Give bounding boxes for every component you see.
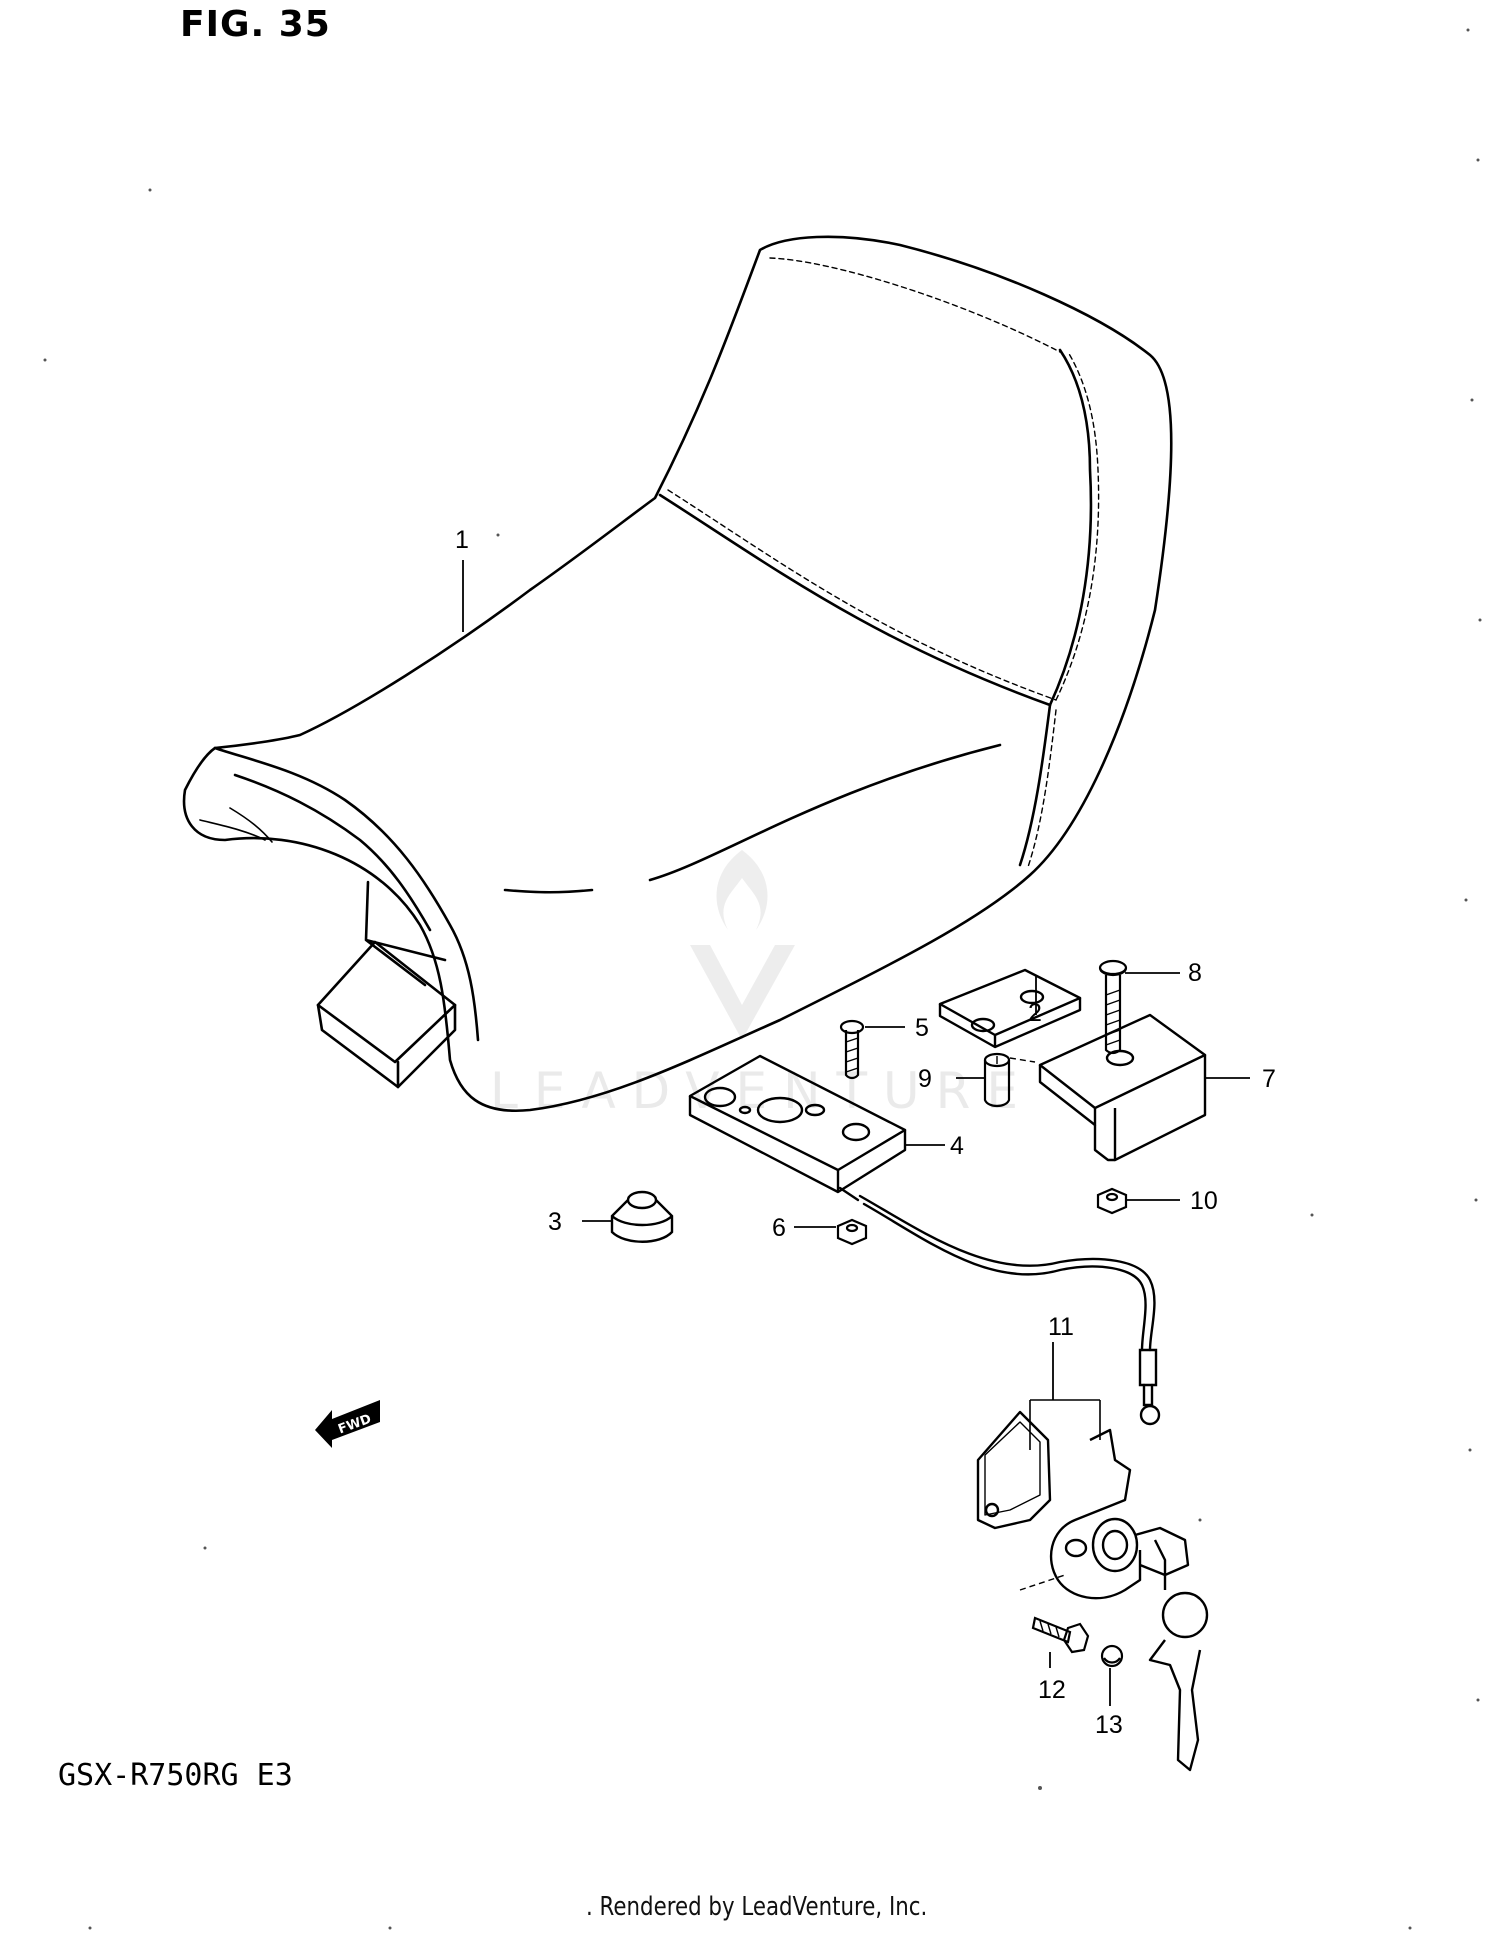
part-nut-6 <box>836 1218 868 1246</box>
callout-9: 9 <box>918 1065 932 1093</box>
model-code: GSX-R750RG E3 <box>58 1758 293 1793</box>
part-seat-lock <box>976 1399 1209 1772</box>
callout-7: 7 <box>1262 1065 1276 1093</box>
part-cable <box>838 1186 1161 1426</box>
scan-specks <box>43 28 1482 1930</box>
callout-3: 3 <box>548 1208 562 1236</box>
part-plate <box>938 968 1082 1049</box>
render-credit: . Rendered by LeadVenture, Inc. <box>586 1892 928 1922</box>
watermark-v-icon <box>690 945 795 1040</box>
leadventure-watermark: LEADVENTURE <box>490 850 1034 1120</box>
part-bolt-12 <box>1031 1616 1090 1654</box>
forward-arrow-icon: FWD <box>315 1400 380 1448</box>
part-seat <box>182 235 1173 1113</box>
part-cushion <box>610 1190 674 1243</box>
callouts: 1 2 3 4 5 6 7 8 9 10 11 12 13 <box>455 526 1276 1739</box>
callout-10: 10 <box>1190 1187 1218 1215</box>
figure-title: FIG. 35 <box>180 4 331 45</box>
part-lock-bracket <box>1009 1013 1207 1162</box>
part-screw-5 <box>839 1019 865 1080</box>
part-nut-10 <box>1096 1187 1128 1215</box>
callout-11: 11 <box>1048 1313 1074 1341</box>
callout-13: 13 <box>1095 1711 1123 1739</box>
part-mount-plate <box>688 1054 907 1194</box>
part-cap <box>1100 1644 1124 1668</box>
callout-5: 5 <box>915 1014 929 1042</box>
callout-6: 6 <box>772 1214 786 1242</box>
watermark-text: LEADVENTURE <box>490 1062 1034 1120</box>
part-bolt <box>1098 959 1128 1055</box>
watermark-flame-icon <box>716 850 768 930</box>
part-collar <box>983 1052 1011 1108</box>
callout-8: 8 <box>1188 959 1202 987</box>
callout-4: 4 <box>950 1132 964 1160</box>
callout-12: 12 <box>1038 1676 1066 1704</box>
leader-lines <box>462 560 1250 1706</box>
callout-1: 1 <box>455 526 469 554</box>
callout-2: 2 <box>1028 999 1042 1027</box>
